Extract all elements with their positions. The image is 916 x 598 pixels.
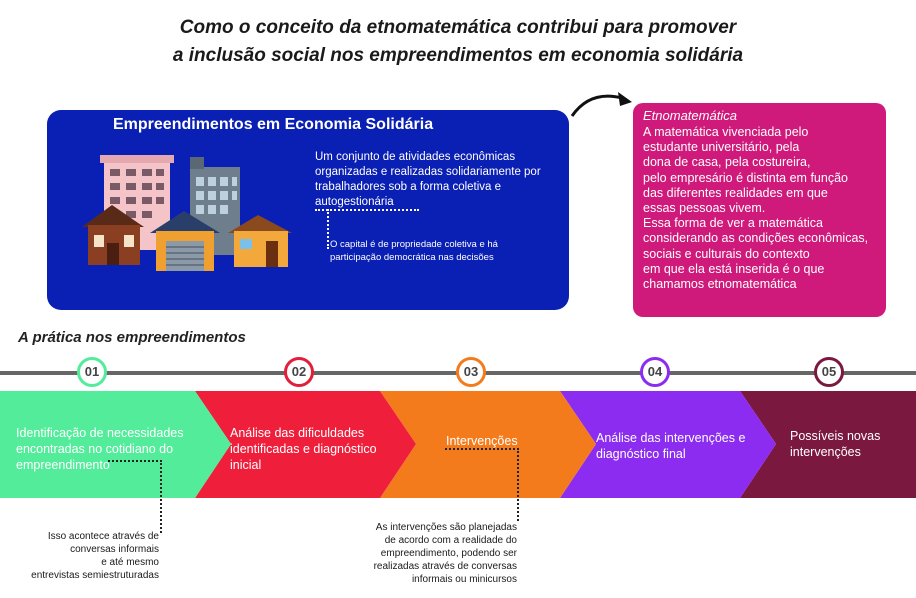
step-chevron-05 xyxy=(740,391,916,498)
ees-heading: Empreendimentos em Economia Solidária xyxy=(113,116,434,133)
curved-arrow-icon xyxy=(570,92,632,117)
ees-note: O capital é de propriedade coletiva e há… xyxy=(330,239,498,263)
etno-line: considerando as condições econômicas, xyxy=(643,231,869,246)
etno-line: A matemática vivenciada pelo xyxy=(643,125,809,139)
etno-box: Etnomatemática A matemática vivenciada p… xyxy=(633,103,886,317)
step-number: 02 xyxy=(291,364,307,379)
ees-description: Um conjunto de atividades econômicas org… xyxy=(315,151,541,208)
step-circle-01: 01 xyxy=(77,357,107,387)
page-title: Como o conceito da etnomatemática contri… xyxy=(0,14,916,70)
note-line: empreendimento, podendo ser xyxy=(380,548,517,559)
step-chevron-01 xyxy=(0,391,231,498)
step-number: 01 xyxy=(84,364,100,379)
note-line: Isso acontece através de xyxy=(47,531,159,542)
etno-line: dona de casa, pela costureira, xyxy=(643,155,811,170)
step-label-05: Possíveis novas intervenções xyxy=(790,429,881,459)
etno-line: sociais e culturais do contexto xyxy=(643,246,810,261)
step-circle-02: 02 xyxy=(284,357,314,387)
step-label-03: Intervenções xyxy=(446,434,518,448)
step-chevron-02 xyxy=(195,391,416,498)
step-circle-03: 03 xyxy=(456,357,486,387)
step-label-04: Análise das intervenções e diagnóstico f… xyxy=(596,431,746,461)
etno-line: das diferentes realidades em que xyxy=(643,185,828,200)
etno-heading: Etnomatemática xyxy=(643,108,737,123)
step-circle-04: 04 xyxy=(640,357,670,387)
step3-note: As intervenções são planejadas de acordo… xyxy=(355,521,517,586)
etno-line: em que ela está inserida é o que xyxy=(643,261,825,276)
etno-text: A matemática vivenciada pelo estudante u… xyxy=(643,125,883,292)
etno-line: chamamos etnomatemática xyxy=(643,277,797,292)
step-chevron-03 xyxy=(380,391,596,498)
note-line: informais ou minicursos xyxy=(411,574,517,585)
note-line: e até mesmo xyxy=(101,557,159,568)
step-number: 05 xyxy=(821,364,837,379)
ees-dotted-connector xyxy=(327,209,329,249)
note-line: conversas informais xyxy=(70,544,159,555)
step-number: 03 xyxy=(463,364,479,379)
etno-line: essas pessoas vivem. xyxy=(643,201,766,216)
practice-heading: A prática nos empreendimentos xyxy=(18,329,246,346)
step-label-02: Análise das dificuldades identificadas e… xyxy=(230,426,377,472)
step1-note: Isso acontece através de conversas infor… xyxy=(16,530,159,582)
note-line: de acordo com a realidade do xyxy=(384,535,517,546)
buildings-illustration-icon xyxy=(82,155,292,271)
process-chevrons xyxy=(0,391,916,498)
note2-dotted-connector xyxy=(517,448,519,521)
note-line: As intervenções são planejadas xyxy=(375,522,517,533)
note-line: realizadas através de conversas xyxy=(373,561,517,572)
step-number: 04 xyxy=(647,364,663,379)
note1-dotted-underline xyxy=(108,460,162,462)
step-circle-05: 05 xyxy=(814,357,844,387)
step-chevron-04 xyxy=(560,391,776,498)
etno-line: estudante universitário, pela xyxy=(643,140,800,155)
note-line: entrevistas semiestruturadas xyxy=(31,570,159,581)
step-label-01: Identificação de necessidades encontrada… xyxy=(16,426,184,472)
ees-dotted-underline xyxy=(315,209,419,211)
title-line-1: Como o conceito da etnomatemática contri… xyxy=(179,17,737,38)
note2-dotted-underline xyxy=(445,448,519,450)
title-line-2: a inclusão social nos empreendimentos em… xyxy=(172,45,744,66)
note1-dotted-connector xyxy=(160,460,162,533)
etno-line: pelo empresário é distinta em função xyxy=(643,170,848,185)
etno-line: Essa forma de ver a matemática xyxy=(643,216,823,231)
